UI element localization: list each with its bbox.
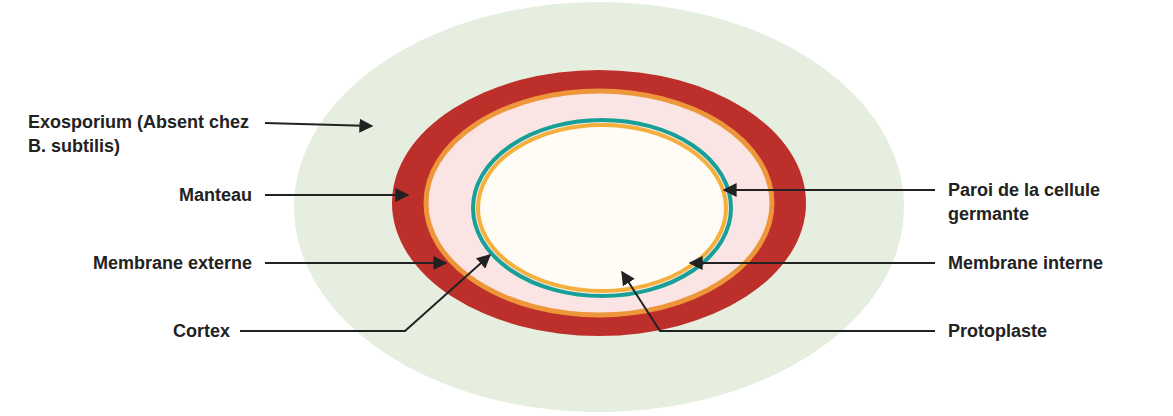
part-label: Membrane interne bbox=[948, 251, 1153, 275]
leader-arrow bbox=[690, 262, 935, 264]
part-label: Exosporium (Absent chez B. subtilis) bbox=[28, 110, 253, 158]
part-label: Manteau bbox=[179, 183, 252, 207]
exosporium-layer bbox=[294, 2, 904, 412]
part-label: Membrane externe bbox=[93, 251, 252, 275]
leader-arrow bbox=[622, 272, 935, 331]
inner-membrane-protoplast bbox=[478, 125, 726, 291]
outer-membrane-cortex bbox=[426, 91, 772, 315]
leader-arrow bbox=[724, 189, 935, 191]
leader-arrow bbox=[265, 194, 408, 196]
leader-arrow bbox=[240, 255, 490, 331]
part-label: Protoplaste bbox=[948, 319, 1153, 343]
coat-layer bbox=[392, 70, 806, 336]
leader-arrow bbox=[265, 123, 372, 126]
germ-cell-wall bbox=[473, 120, 731, 296]
leader-arrow bbox=[265, 262, 446, 264]
part-label: Paroi de la cellule germante bbox=[948, 178, 1153, 226]
part-label: Cortex bbox=[173, 319, 230, 343]
